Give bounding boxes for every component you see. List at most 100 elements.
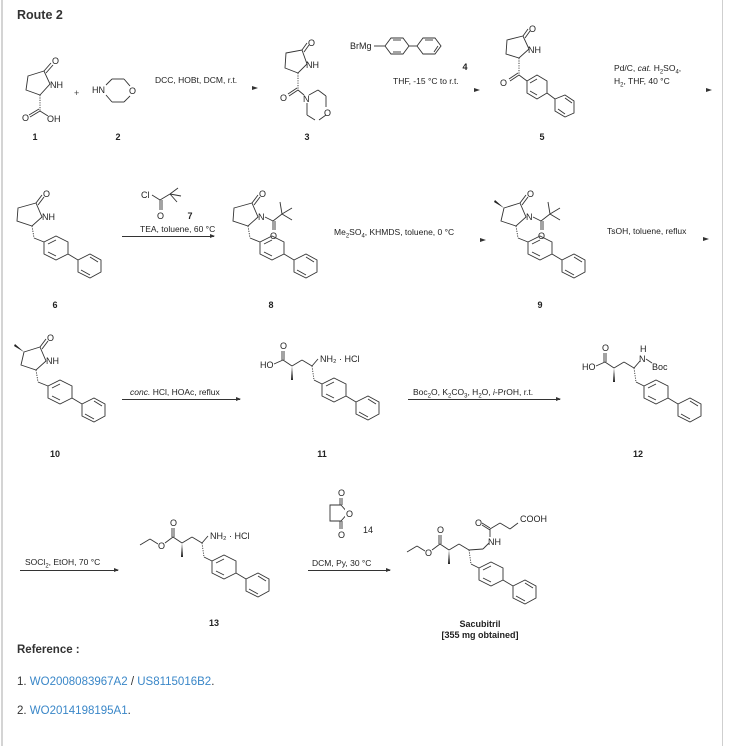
- compound-7-structure: Cl O: [141, 187, 182, 221]
- svg-text:H: H: [640, 344, 647, 354]
- svg-text:O: O: [259, 189, 266, 199]
- svg-text:NH₂ · HCl: NH₂ · HCl: [210, 531, 250, 541]
- svg-text:O: O: [47, 333, 54, 343]
- reagent-step-8: Boc2O, K2CO3, H2O, i-PrOH, r.t.: [413, 387, 534, 400]
- svg-text:COOH: COOH: [520, 514, 547, 524]
- reagent-step-5: Me2SO4, KHMDS, toluene, 0 °C: [334, 227, 455, 240]
- reference-item-1: 1. WO2008083967A2 / US8115016B2.: [17, 676, 214, 688]
- arrow-step-8: [408, 397, 561, 401]
- compound-4-label: 4: [462, 62, 468, 72]
- compound-2-label: 2: [115, 132, 121, 142]
- svg-text:OH: OH: [47, 114, 61, 124]
- arrow-step-10: [308, 568, 391, 572]
- svg-text:NH₂ · HCl: NH₂ · HCl: [320, 354, 360, 364]
- compound-7-label: 7: [187, 211, 193, 221]
- arrow-step-1: [252, 86, 258, 90]
- reference-1-end: .: [211, 676, 215, 688]
- svg-text:O: O: [157, 211, 164, 221]
- svg-text:O: O: [280, 93, 287, 103]
- svg-text:O: O: [538, 231, 545, 241]
- compound-12-label: 12: [632, 449, 643, 459]
- svg-text:Cl: Cl: [141, 190, 150, 200]
- svg-text:N: N: [526, 212, 533, 222]
- compound-9-label: 9: [537, 300, 543, 310]
- reference-item-2: 2. WO2014198195A1.: [17, 705, 131, 717]
- reference-1-number: 1.: [17, 676, 27, 688]
- compound-6-structure: O NH: [16, 189, 102, 279]
- svg-text:NH: NH: [46, 356, 59, 366]
- arrow-step-6: [703, 237, 709, 241]
- compound-1-label: 1: [32, 132, 38, 142]
- reagent-step-3-line-2: H2, THF, 40 °C: [614, 76, 670, 89]
- svg-text:O: O: [338, 488, 345, 498]
- svg-text:O: O: [280, 341, 287, 351]
- svg-text:O: O: [437, 525, 444, 535]
- compound-2-structure: HN O: [92, 78, 136, 103]
- compound-13-label: 13: [208, 618, 219, 628]
- reference-link-us8115016b2[interactable]: US8115016B2: [137, 676, 212, 688]
- svg-text:O: O: [338, 530, 345, 540]
- compound-3-label: 3: [304, 132, 310, 142]
- compound-3-structure: O NH O N O: [280, 38, 331, 121]
- svg-text:O: O: [527, 189, 534, 199]
- svg-text:O: O: [346, 509, 353, 519]
- svg-text:NH: NH: [306, 60, 319, 70]
- svg-text:HN: HN: [92, 85, 105, 95]
- svg-text:O: O: [170, 518, 177, 528]
- compound-11-label: 11: [317, 449, 327, 459]
- compound-10-label: 10: [49, 449, 60, 459]
- reference-heading: Reference :: [17, 644, 80, 656]
- reference-2-number: 2.: [17, 705, 27, 717]
- svg-text:NH: NH: [42, 212, 55, 222]
- svg-text:O: O: [602, 343, 609, 353]
- svg-text:N: N: [303, 94, 310, 104]
- svg-text:NH: NH: [488, 537, 501, 547]
- left-border: [1, 0, 3, 746]
- svg-text:BrMg: BrMg: [350, 41, 372, 51]
- plus-sign: +: [74, 88, 80, 98]
- reagent-step-9: SOCl2, EtOH, 70 °C: [25, 557, 101, 570]
- page-title: Route 2: [17, 8, 63, 22]
- svg-text:O: O: [475, 518, 482, 528]
- svg-text:NH: NH: [528, 45, 541, 55]
- svg-text:O: O: [129, 86, 136, 96]
- svg-text:O: O: [22, 113, 29, 123]
- compound-13-structure: O O NH₂ · HCl: [139, 518, 270, 598]
- reagent-step-1: DCC, HOBt, DCM, r.t.: [155, 75, 238, 85]
- sacubitril-yield: [355 mg obtained]: [441, 630, 519, 640]
- compound-8-structure: O N O: [232, 189, 318, 279]
- svg-text:NH: NH: [50, 80, 63, 90]
- svg-text:O: O: [43, 189, 50, 199]
- right-border: [722, 0, 723, 746]
- compound-5-label: 5: [539, 132, 545, 142]
- reagent-step-3-line-1: Pd/C, cat. H2SO4,: [614, 63, 682, 76]
- compound-8-label: 8: [268, 300, 274, 310]
- arrow-step-2: [474, 88, 480, 92]
- reagent-step-4: TEA, toluene, 60 °C: [140, 224, 216, 234]
- reference-link-wo2014198195a1[interactable]: WO2014198195A1: [29, 705, 128, 717]
- compound-14-label: 14: [362, 525, 373, 535]
- compound-12-structure: O HO H N Boc: [582, 343, 702, 423]
- arrow-step-7: [122, 397, 241, 401]
- arrow-step-3: [706, 88, 712, 92]
- svg-text:O: O: [158, 541, 165, 551]
- svg-text:O: O: [52, 56, 59, 66]
- arrow-step-9: [20, 568, 119, 572]
- reagent-step-7: conc. HCl, HOAc, reflux: [130, 387, 220, 397]
- compound-11-structure: O HO NH₂ · HCl: [260, 341, 380, 421]
- svg-text:O: O: [425, 548, 432, 558]
- reference-2-end: .: [127, 705, 131, 717]
- svg-text:O: O: [270, 231, 277, 241]
- svg-text:O: O: [324, 108, 331, 118]
- compound-14-structure: O O O: [329, 488, 353, 540]
- svg-text:O: O: [308, 38, 315, 48]
- svg-text:HO: HO: [260, 360, 274, 370]
- reference-1-separator: /: [127, 676, 138, 688]
- reference-link-wo2008083967a2[interactable]: WO2008083967A2: [29, 676, 128, 688]
- reagent-step-6: TsOH, toluene, reflux: [607, 226, 687, 236]
- arrow-step-4: [122, 234, 215, 238]
- reagent-step-2: THF, -15 °C to r.t.: [393, 76, 459, 86]
- compound-10-structure: O NH: [14, 333, 106, 423]
- svg-text:O: O: [500, 78, 507, 88]
